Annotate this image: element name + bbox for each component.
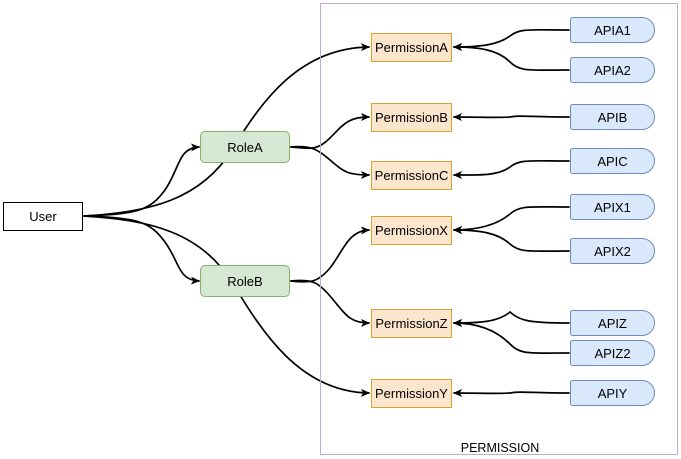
edge-roleB-to-permZ xyxy=(290,279,370,327)
permission-node-permA[interactable]: PermissionA xyxy=(371,33,452,62)
api-node-apia1[interactable]: APIA1 xyxy=(570,17,655,43)
api-node-label: APIZ xyxy=(598,315,627,331)
edge-apia1-to-permA xyxy=(453,28,570,51)
edge-apix2-to-permX xyxy=(453,226,570,253)
permission-node-permC[interactable]: PermissionC xyxy=(371,161,452,190)
api-node-label: APIA1 xyxy=(594,22,631,38)
edge-apib-to-permB xyxy=(453,113,570,122)
api-node-label: APIB xyxy=(597,109,628,125)
api-node-apib[interactable]: APIB xyxy=(570,104,655,130)
api-node-apic[interactable]: APIC xyxy=(570,148,655,174)
permission-container-label: PERMISSION xyxy=(460,441,540,455)
permission-node-label: PermissionZ xyxy=(375,316,448,331)
edge-roleB-to-permX xyxy=(290,226,370,283)
api-node-label: APIX1 xyxy=(594,199,631,215)
edge-roleA-to-permC xyxy=(290,145,370,179)
role-node-roleB[interactable]: RoleB xyxy=(200,265,290,297)
api-node-label: APIX2 xyxy=(594,243,631,259)
api-node-label: APIZ2 xyxy=(594,345,631,361)
api-node-apix2[interactable]: APIX2 xyxy=(570,238,655,264)
api-node-label: APIY xyxy=(597,385,628,401)
permission-container xyxy=(320,3,678,455)
api-node-apiy[interactable]: APIY xyxy=(570,380,655,406)
edge-apic-to-permC xyxy=(453,159,570,180)
api-node-label: APIC xyxy=(597,153,628,169)
permission-node-label: PermissionA xyxy=(375,40,448,55)
permission-node-label: PermissionY xyxy=(375,386,448,401)
api-node-apia2[interactable]: APIA2 xyxy=(570,57,655,83)
edge-paths xyxy=(83,28,570,398)
permission-node-permX[interactable]: PermissionX xyxy=(371,216,452,245)
permission-node-permY[interactable]: PermissionY xyxy=(371,379,452,408)
role-node-label: RoleB xyxy=(227,273,263,289)
edge-apiy-to-permY xyxy=(453,389,570,398)
edge-roleA-to-permB xyxy=(290,113,370,150)
edge-user-to-roleA xyxy=(83,143,200,217)
user-node-user[interactable]: User xyxy=(3,202,83,231)
permission-node-permB[interactable]: PermissionB xyxy=(371,103,452,132)
role-node-label: RoleA xyxy=(227,139,263,155)
permission-node-label: PermissionC xyxy=(374,168,449,183)
role-node-roleA[interactable]: RoleA xyxy=(200,131,290,163)
permission-node-label: PermissionB xyxy=(375,110,448,125)
api-node-apiz[interactable]: APIZ xyxy=(570,310,655,336)
api-node-label: APIA2 xyxy=(594,62,631,78)
permission-node-label: PermissionX xyxy=(375,223,448,238)
permission-node-permZ[interactable]: PermissionZ xyxy=(371,309,452,338)
user-node-label: User xyxy=(29,209,57,224)
edge-apix1-to-permX xyxy=(453,205,570,234)
edge-apiz2-to-permZ xyxy=(453,319,570,354)
api-node-apiz2[interactable]: APIZ2 xyxy=(570,340,655,366)
api-node-apix1[interactable]: APIX1 xyxy=(570,194,655,220)
edge-apia2-to-permA xyxy=(453,43,570,72)
edge-apiz-to-permZ xyxy=(453,310,570,327)
edge-user-to-roleB xyxy=(83,215,200,285)
